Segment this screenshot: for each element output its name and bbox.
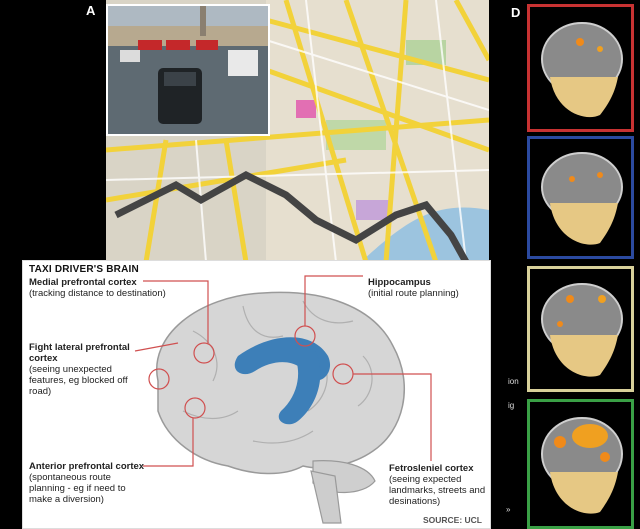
label-hippo-desc: (initial route planning) (368, 288, 459, 299)
diagram-title: TAXI DRIVER'S BRAIN (29, 264, 139, 275)
region-markers (134, 275, 432, 467)
label-medial-title: Medial prefrontal cortex (29, 277, 137, 288)
label-retro-title: Fetrosleniel cortex (389, 463, 474, 474)
label-rlpfc-title: Fight lateral prefrontal cortex (29, 342, 130, 364)
brain-scan-2 (527, 136, 634, 259)
side-text-fragment-1: ion (508, 377, 519, 386)
street-photo-graphic (108, 6, 268, 134)
label-medial-prefrontal: Medial prefrontal cortex (tracking dista… (29, 277, 169, 299)
label-rlpfc-desc: (seeing unexpected features, eg blocked … (29, 364, 128, 397)
label-hippocampus: Hippocampus (initial route planning) (368, 277, 486, 299)
brain-scan-4 (527, 399, 634, 529)
brain-scan-3-graphic (541, 283, 623, 377)
side-text-fragment-2: ig (508, 401, 515, 410)
label-retro-desc: (seeing expected landmarks, streets and … (389, 474, 486, 507)
label-medial-desc: (tracking distance to destination) (29, 288, 166, 299)
brain-scan-1-graphic (541, 22, 623, 118)
brain-stem-shape (310, 470, 342, 524)
label-anterior-title: Anterior prefrontal cortex (29, 461, 145, 472)
diagram-source: SOURCE: UCL (422, 515, 482, 525)
brain-scan-1 (527, 4, 634, 132)
label-right-lateral-prefrontal: Fight lateral prefrontal cortex (seeing … (29, 342, 137, 397)
brain-illustration (134, 275, 432, 524)
label-anterior-desc: (spontaneous route planning - eg if need… (29, 472, 126, 505)
label-anterior-prefrontal: Anterior prefrontal cortex (spontaneous … (29, 461, 147, 505)
taxi-route-line (114, 171, 470, 262)
brain-scan-2-graphic (541, 152, 623, 245)
brain-shape (156, 291, 406, 475)
brain-scan-4-graphic (541, 417, 623, 514)
label-hippo-title: Hippocampus (368, 277, 431, 288)
panel-label-d: D (511, 5, 521, 20)
taxi-street-photo (106, 4, 270, 136)
brain-diagram-panel: TAXI DRIVER'S BRAIN (22, 260, 491, 529)
label-retrosplenial: Fetrosleniel cortex (seeing expected lan… (389, 463, 487, 507)
side-text-fragment-3: » (506, 505, 511, 514)
hippocampus-tail-shape (278, 341, 321, 425)
panel-label-a: A (86, 3, 96, 18)
brain-scan-3 (527, 266, 634, 392)
